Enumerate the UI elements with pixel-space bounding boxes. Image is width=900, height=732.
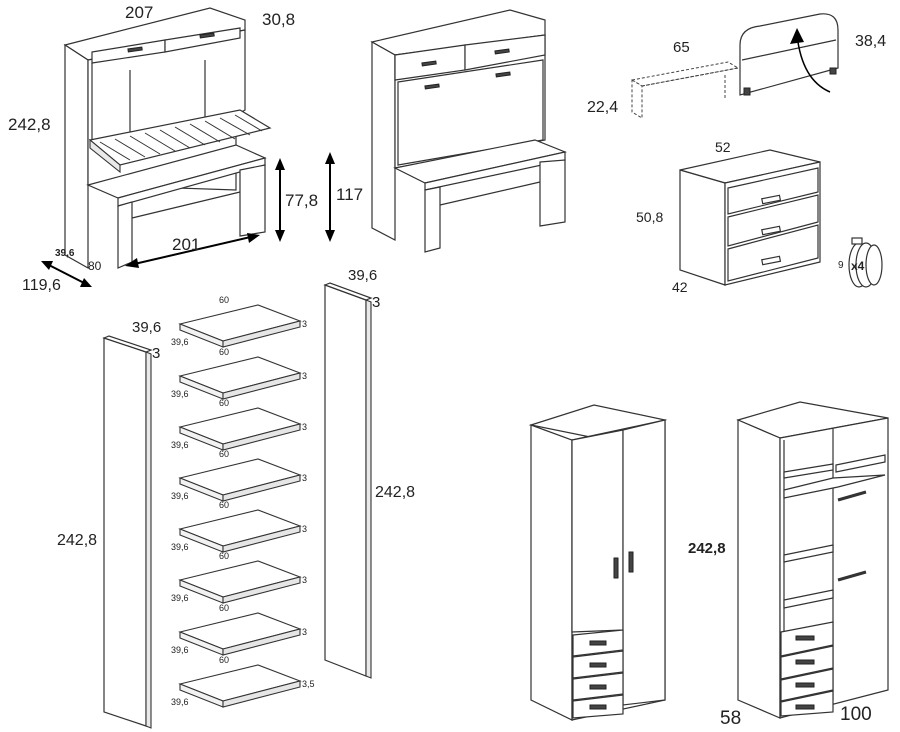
bed-height-arrow	[325, 152, 335, 242]
castor-wheel	[848, 237, 883, 288]
dim-wardrobe-height: 242,8	[688, 540, 726, 557]
shelf-board: 60 39,6 3	[171, 449, 307, 502]
dim-bed-length: 201	[172, 235, 200, 254]
shelf-width-label: 60	[219, 500, 229, 510]
dim-wardrobe-width: 100	[840, 704, 872, 725]
bed-length-arrow	[125, 233, 260, 268]
shelf-depth-label: 39,6	[171, 389, 189, 399]
dim-right-panel-depth: 39,6	[348, 267, 377, 284]
dim-shelf-height: 22,4	[587, 99, 618, 116]
shelf-thickness-label: 3	[302, 524, 307, 534]
dim-desk-height: 77,8	[285, 191, 318, 210]
dim-foot-small: 39,6	[55, 248, 75, 259]
wall-bed-unit-open	[63, 7, 272, 270]
dim-bed-top-depth: 30,8	[262, 10, 295, 29]
shelf-width-label: 60	[219, 603, 229, 613]
shelf-board: 60 39,6 3	[171, 398, 307, 451]
wheel-quantity: x4	[851, 259, 865, 273]
dim-left-panel-height: 242,8	[57, 532, 97, 549]
dim-chest-width: 52	[715, 139, 731, 155]
dim-right-panel-thickness: 3	[372, 294, 380, 311]
wardrobe-open	[736, 401, 889, 719]
dim-left-panel-depth: 39,6	[132, 319, 161, 336]
drawer-chest	[679, 149, 821, 286]
shelf-board: 60 39,6 3	[171, 500, 307, 553]
shelf-depth-label: 39,6	[171, 697, 189, 707]
dim-bed-height-117: 117	[336, 185, 363, 204]
dim-headboard-length: 65	[673, 39, 690, 56]
wardrobe-closed	[528, 404, 668, 721]
shelf-thickness-label: 3	[302, 473, 307, 483]
shelf-width-label: 60	[219, 449, 229, 459]
shelf-board: 60 39,6 3	[171, 295, 307, 348]
dim-foot-depth: 80	[88, 259, 102, 273]
shelf-board: 60 39,6 3,5	[171, 655, 315, 708]
shelf-depth-label: 39,6	[171, 440, 189, 450]
desk-height-arrow	[275, 158, 285, 242]
dim-left-panel-thickness: 3	[152, 345, 160, 362]
shelf-width-label: 60	[219, 551, 229, 561]
dim-bed-width: 207	[125, 3, 153, 22]
wall-bed-unit-closed	[370, 9, 568, 253]
shelf-thickness-label: 3	[302, 627, 307, 637]
shelf-depth-label: 39,6	[171, 337, 189, 347]
shelf-board: 60 39,6 3	[171, 603, 307, 656]
shelf-thickness-label: 3,5	[302, 679, 315, 689]
dim-wheel-size: 9	[838, 260, 844, 271]
dim-overall-depth: 119,6	[22, 277, 61, 294]
shelf-depth-label: 39,6	[171, 645, 189, 655]
depth-arrow	[41, 261, 92, 287]
dim-right-panel-height: 242,8	[375, 484, 415, 501]
shelf-thickness-label: 3	[302, 575, 307, 585]
shelf-width-label: 60	[219, 655, 229, 665]
shelf-board: 60 39,6 3	[171, 551, 307, 604]
shelf-thickness-label: 3	[302, 371, 307, 381]
side-panel-left	[102, 335, 153, 729]
side-panel-right	[323, 282, 373, 679]
shelf-depth-label: 39,6	[171, 593, 189, 603]
shelf-thickness-label: 3	[302, 422, 307, 432]
dim-wardrobe-depth: 58	[720, 708, 741, 729]
dim-headboard-height: 38,4	[855, 33, 886, 50]
shelf-depth-label: 39,6	[171, 542, 189, 552]
shelf-width-label: 60	[219, 398, 229, 408]
shelf-board: 60 39,6 3	[171, 347, 307, 400]
shelf-stack: 60 39,6 3 60 39,6 3 60 39,6 3 60 39,6 3 60 39,6 3 60 39,…	[171, 295, 315, 708]
headboard-panel	[739, 13, 839, 96]
shelf-depth-label: 39,6	[171, 491, 189, 501]
shelf-width-label: 60	[219, 295, 229, 305]
shelf-thickness-label: 3	[302, 319, 307, 329]
dim-bed-height: 242,8	[8, 115, 51, 134]
shelf-piece	[630, 61, 740, 119]
shelf-width-label: 60	[219, 347, 229, 357]
dim-chest-height: 50,8	[636, 209, 663, 225]
dim-chest-depth: 42	[672, 279, 688, 295]
